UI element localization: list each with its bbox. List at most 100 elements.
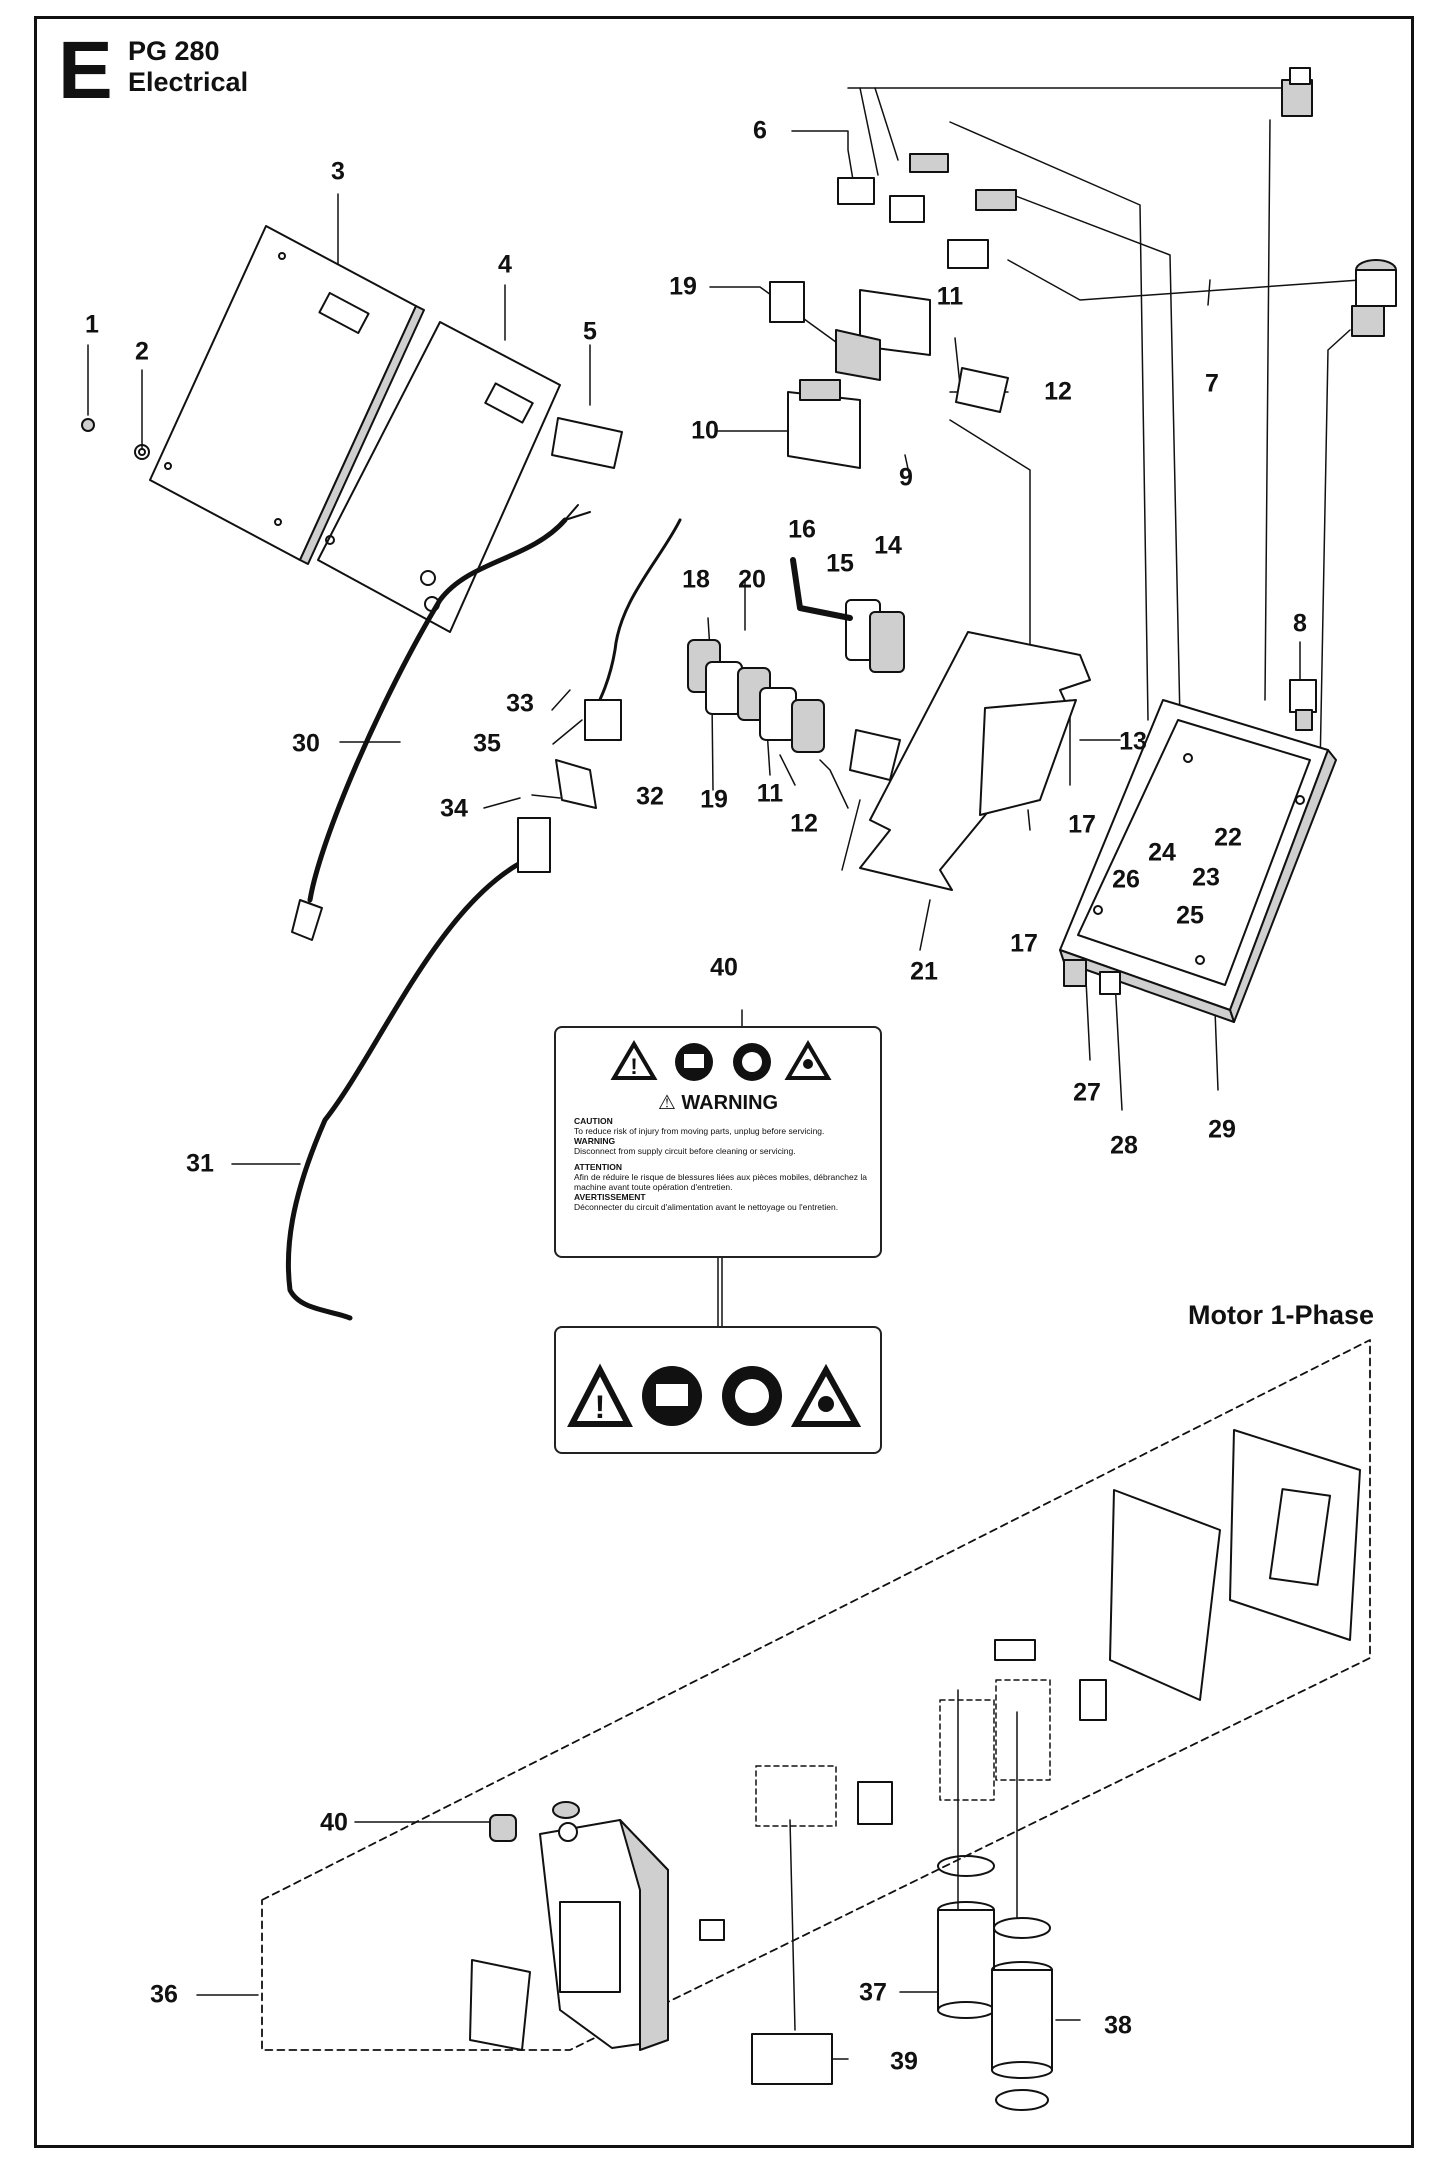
callout-32: 32 [636, 782, 664, 811]
motor-1-phase-group-outline [261, 1339, 1371, 2051]
callout-16: 16 [788, 515, 816, 544]
callout-39: 39 [890, 2047, 918, 2076]
gland-40 [489, 1814, 517, 1842]
callout-31: 31 [186, 1149, 214, 1178]
callout-34: 34 [440, 794, 468, 823]
callout-12-lower: 12 [790, 809, 818, 838]
callout-9: 9 [899, 463, 913, 492]
clip-19-top [769, 281, 805, 323]
callout-38: 38 [1104, 2011, 1132, 2040]
svg-text:!: ! [630, 1054, 637, 1079]
read-manual-icon [642, 1366, 702, 1426]
caution-text: To reduce risk of injury from moving par… [574, 1126, 825, 1136]
capacitor-38 [991, 1679, 1053, 2111]
warning-heading: ⚠ WARNING [657, 1092, 779, 1114]
motor-1-phase-title: Motor 1-Phase [1188, 1300, 1375, 1330]
enclosure-box-29 [1059, 699, 1337, 1023]
cover-plate-4 [317, 321, 561, 633]
section-letter: E [58, 25, 113, 116]
callout-6: 6 [753, 116, 767, 145]
attention-label: ATTENTION [574, 1162, 623, 1172]
power-cord-30 [291, 504, 591, 941]
warning-triangle-icon: ! [567, 1363, 633, 1427]
din-rail-12-top [955, 367, 1009, 413]
box-lid-frame [1109, 1429, 1361, 1701]
page-frame [34, 16, 1414, 2148]
callout-40-decal: 40 [710, 953, 738, 982]
callout-12-top: 12 [1044, 377, 1072, 406]
leader-lines [87, 87, 1361, 2060]
cover-plate-3 [149, 225, 425, 565]
callout-4: 4 [498, 250, 512, 279]
power-cord-31 [285, 817, 551, 1321]
mounting-plate-21 [859, 631, 1091, 891]
screw-1 [81, 418, 95, 432]
callout-33: 33 [506, 689, 534, 718]
ear-protection-icon [722, 1366, 782, 1426]
warning-text: Disconnect from supply circuit before cl… [574, 1146, 796, 1156]
callout-40-gland: 40 [320, 1808, 348, 1837]
relay-39 [751, 1765, 837, 2085]
pictogram-decal: ! [554, 1326, 882, 1454]
avertissement-text: Déconnecter du circuit d'alimentation av… [574, 1202, 839, 1212]
terminal-block-14 [845, 599, 905, 673]
callout-24: 24 [1148, 838, 1176, 867]
callout-20: 20 [738, 565, 766, 594]
warning-body: CAUTION To reduce risk of injury from mo… [574, 1116, 874, 1218]
callout-8: 8 [1293, 609, 1307, 638]
callout-30: 30 [292, 729, 320, 758]
callout-29: 29 [1208, 1115, 1236, 1144]
callout-11-lower: 11 [756, 779, 784, 808]
callout-37: 37 [859, 1978, 887, 2007]
callout-11-top: 11 [936, 282, 964, 311]
din-rail-12-lower [849, 729, 901, 781]
callout-26: 26 [1112, 865, 1140, 894]
callout-10: 10 [691, 416, 719, 445]
read-manual-icon [675, 1043, 713, 1081]
dust-hazard-icon [784, 1040, 832, 1080]
callout-7: 7 [1205, 369, 1219, 398]
callout-35: 35 [473, 729, 501, 758]
emergency-stop-button [1351, 259, 1397, 337]
bracket-16 [790, 557, 853, 621]
callout-21: 21 [910, 957, 938, 986]
label-5 [551, 417, 623, 469]
bracket-32 [555, 759, 597, 809]
switch-parts-6 [837, 153, 949, 223]
warning-decal: ! ⚠ WARNING CAUTION To reduce risk of in… [554, 1026, 882, 1258]
capacitor-37 [937, 1699, 995, 2019]
section-name: Electrical [128, 67, 249, 97]
knob-switch-8 [1289, 679, 1317, 731]
washer-2 [134, 444, 150, 460]
avertissement-label: AVERTISSEMENT [574, 1192, 646, 1202]
callout-17-lower: 17 [1010, 929, 1038, 958]
callout-23: 23 [1192, 863, 1220, 892]
caution-label: CAUTION [574, 1116, 613, 1126]
callout-18: 18 [682, 565, 710, 594]
dust-hazard-icon [790, 1363, 862, 1427]
section-title: PG 280 Electrical [128, 36, 248, 98]
attention-text: Afin de réduire le risque de blessures l… [574, 1172, 867, 1192]
callout-17-upper: 17 [1068, 810, 1096, 839]
callout-19-top: 19 [669, 272, 697, 301]
callout-3: 3 [331, 157, 345, 186]
glands-27-28 [1063, 959, 1121, 995]
callout-36: 36 [150, 1980, 178, 2009]
callout-22: 22 [1214, 823, 1242, 852]
callout-14: 14 [874, 531, 902, 560]
callout-1: 1 [85, 310, 99, 339]
switch-parts-7 [947, 189, 1017, 269]
warning-triangle-icon: ! [610, 1040, 658, 1080]
ear-protection-icon [733, 1043, 771, 1081]
callout-27: 27 [1073, 1078, 1101, 1107]
callout-5: 5 [583, 317, 597, 346]
warning-label: WARNING [574, 1136, 616, 1146]
terminal-blocks-18-20 [687, 639, 825, 753]
svg-text:!: ! [595, 1389, 606, 1425]
callout-19-lower: 19 [700, 785, 728, 814]
callout-2: 2 [135, 337, 149, 366]
capacitor-box-36 [469, 1801, 669, 2051]
wire-harness-33 [584, 518, 682, 741]
callout-15: 15 [826, 549, 854, 578]
